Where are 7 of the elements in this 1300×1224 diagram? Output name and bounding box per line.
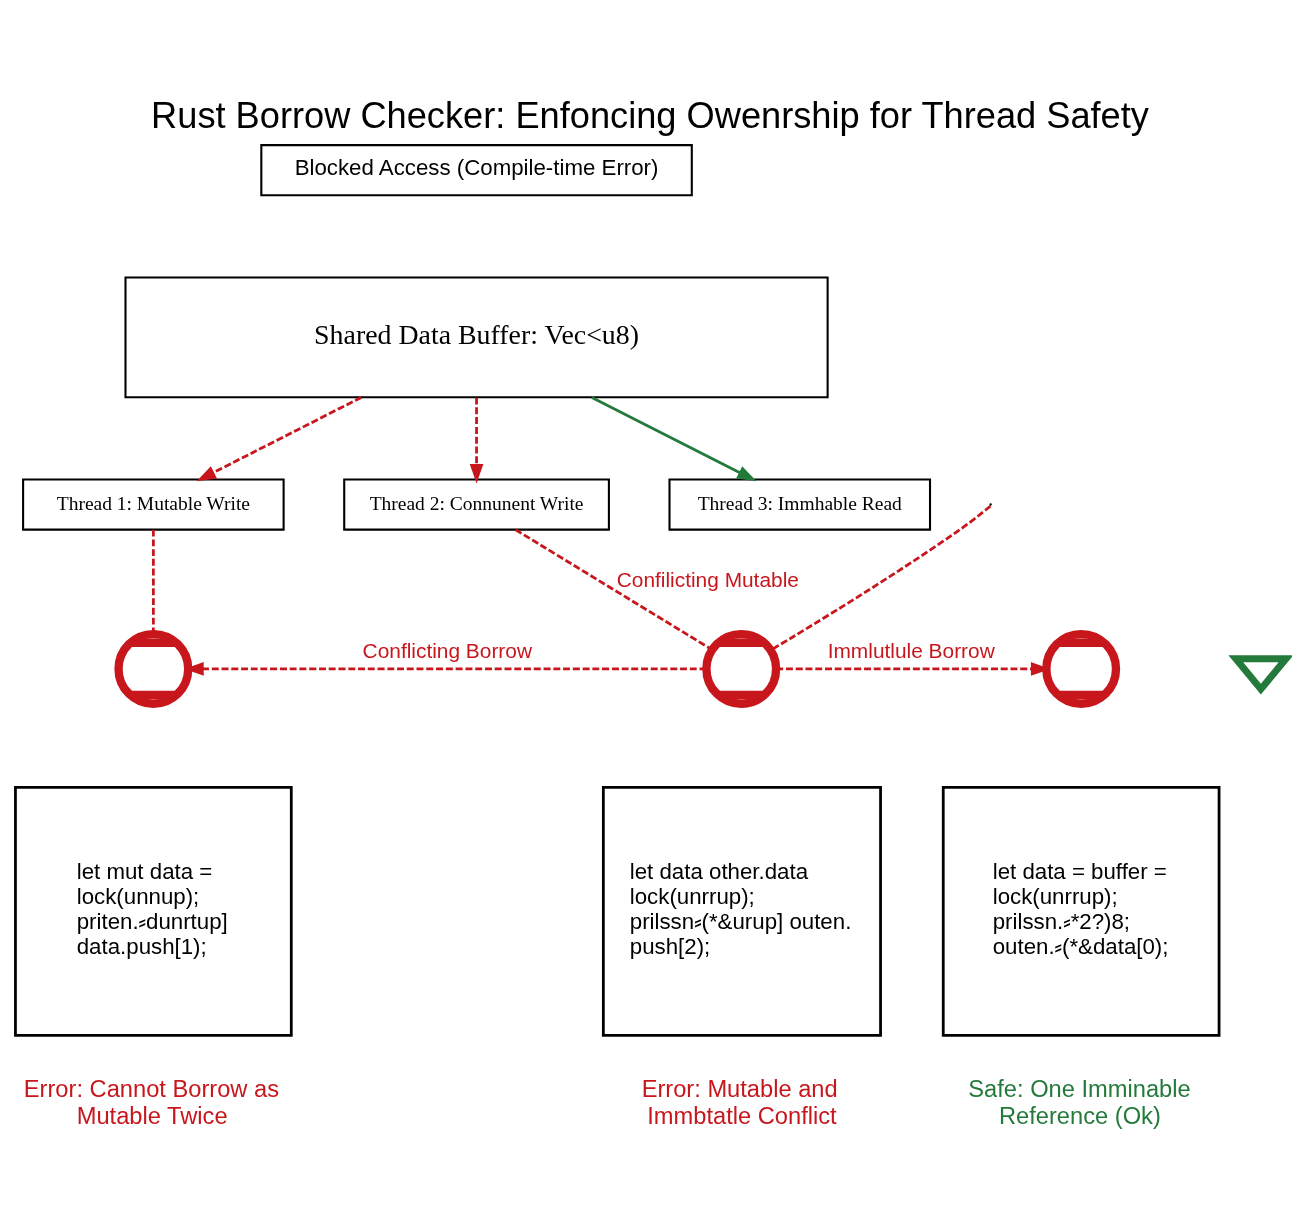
node-label: Error: Mutable and Immbtatle Conflict: [641, 1075, 838, 1129]
diagram-title: Rust Borrow Checker: Enfoncing Owenrship for Thread Safety: [151, 94, 1149, 136]
edge-label: Conflicting Borrow: [362, 638, 532, 662]
node-label: Safe: One Imminable Reference (Ok): [968, 1075, 1191, 1129]
edge-label: Confilicting Mutable: [616, 567, 799, 591]
node-label: Error: Cannot Borrow as Mutable Twice: [23, 1075, 280, 1129]
edge-label: Immlutlule Borrow: [827, 638, 995, 662]
